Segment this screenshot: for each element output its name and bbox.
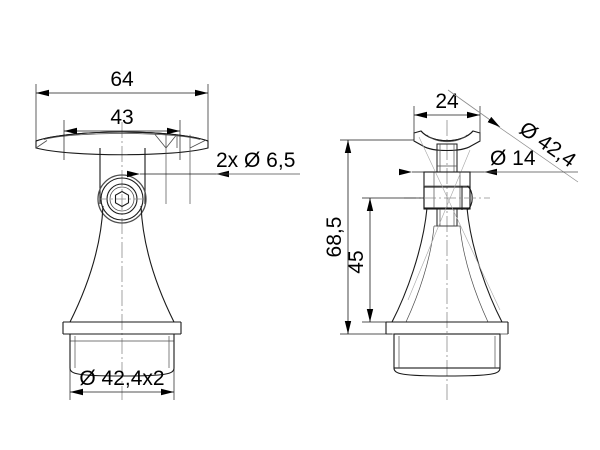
dimension-bore: Ø 14 [399,147,578,176]
dimension-tube-text: Ø 42,4x2 [79,367,164,390]
dimension-saddle-width: 43 [63,106,181,160]
dimensions-side: 24 Ø 42,4 Ø 14 68,5 45 [323,89,580,335]
side-cone-body [391,207,503,323]
dimension-43-text: 43 [110,106,133,129]
tube-collar [62,321,182,335]
screw-stud [436,143,458,173]
dimension-45-text: 45 [345,250,368,273]
side-view [385,120,509,400]
hex-socket [114,190,130,208]
dimension-tube-callout: Ø 42,4x2 [69,340,175,400]
dimension-overall-width: 64 [35,68,209,145]
dimension-top-width: 24 [413,90,481,133]
cone-body [69,205,175,323]
dimension-68-5-text: 68,5 [323,217,346,258]
saddle-notch-detail [35,133,207,149]
dimension-hole-callout: 2x Ø 6,5 [127,148,300,204]
dimension-hole-text: 2x Ø 6,5 [216,149,295,172]
dimension-overall-height: 68,5 [323,139,414,335]
dimensions-front: 64 43 2x Ø 6,5 Ø 42,4x2 [35,68,300,400]
dimension-lower-height: 45 [345,197,424,323]
side-saddle [413,130,481,152]
dimension-64-text: 64 [110,68,134,91]
dimension-24-text: 24 [435,90,459,113]
side-tube [385,321,509,377]
neck [99,148,146,204]
front-view [35,122,209,400]
hex-socket-screw [97,174,147,224]
dimension-14-text: Ø 14 [490,147,536,170]
